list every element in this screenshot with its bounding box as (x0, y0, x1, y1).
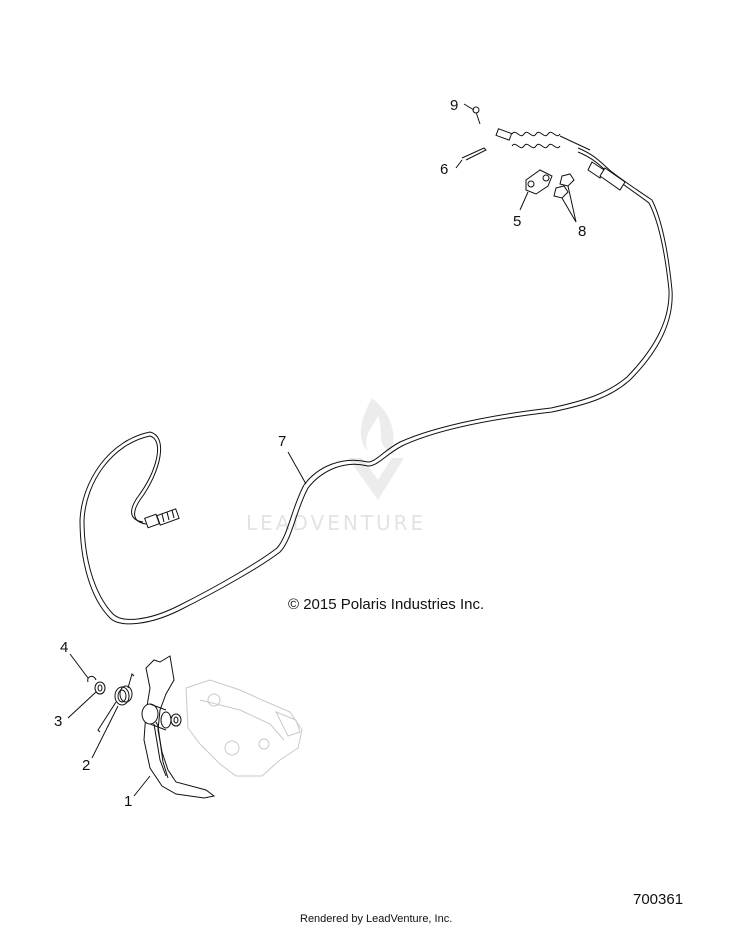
callout-2: 2 (82, 757, 90, 774)
pivot-tube (141, 703, 182, 731)
callout-9: 9 (450, 97, 458, 114)
clip-part-6 (461, 147, 487, 161)
footer-text: Rendered by LeadVenture, Inc. (300, 913, 452, 925)
eclip-part-4 (87, 675, 97, 683)
callouts: 9 6 5 8 7 4 3 2 1 (54, 97, 586, 810)
bracket-part-5 (525, 169, 553, 195)
figure-number: 700361 (633, 891, 683, 908)
watermark-text: LEADVENTURE (246, 511, 426, 535)
watermark-logo: LEADVENTURE (246, 398, 426, 535)
callout-5: 5 (513, 213, 521, 230)
nuts-part-8 (553, 173, 575, 199)
mount-bracket-ghost (185, 679, 303, 777)
callout-6: 6 (440, 161, 448, 178)
spring-part-2 (97, 673, 135, 733)
throttle-cable (79, 128, 673, 625)
callout-4: 4 (60, 639, 68, 656)
pedal-arm-part-1 (143, 655, 216, 799)
callout-1: 1 (124, 793, 132, 810)
copyright-text: © 2015 Polaris Industries Inc. (288, 596, 484, 613)
callout-7: 7 (278, 433, 286, 450)
leader-lines (67, 103, 577, 797)
bushing-part-3 (94, 681, 106, 695)
callout-8: 8 (578, 223, 586, 240)
callout-3: 3 (54, 713, 62, 730)
pin-part-9 (472, 106, 481, 125)
